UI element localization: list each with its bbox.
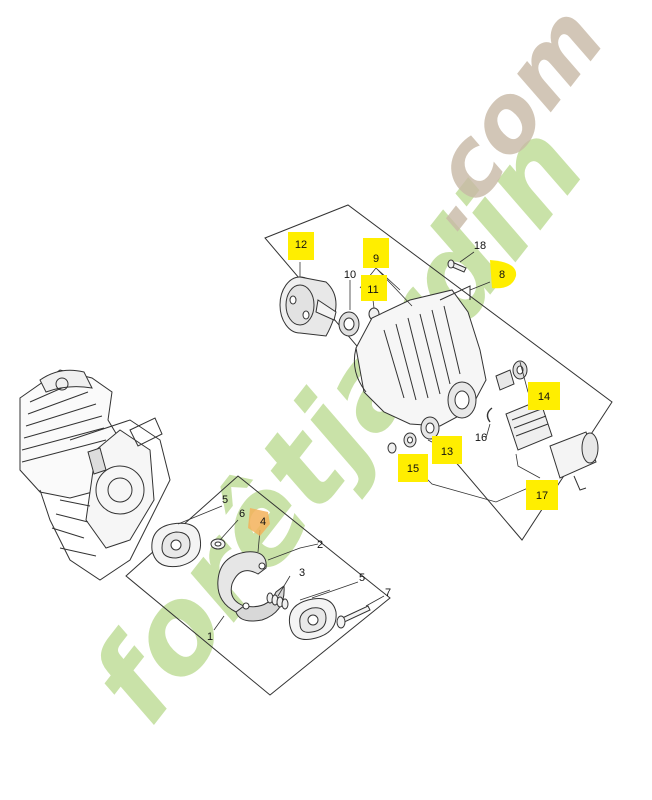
callout-9: 9 bbox=[373, 253, 379, 265]
highlight-12 bbox=[288, 232, 314, 260]
callout-15: 15 bbox=[407, 463, 419, 475]
callout-highlights bbox=[288, 232, 560, 510]
engine-block bbox=[19, 369, 171, 581]
clutch-leader-lines bbox=[177, 505, 385, 631]
callout-8: 8 bbox=[499, 269, 505, 281]
callout-6: 6 bbox=[239, 508, 245, 520]
gear-housing bbox=[353, 285, 487, 427]
callout-7: 7 bbox=[385, 587, 391, 599]
callout-3: 3 bbox=[299, 567, 305, 579]
bearing bbox=[338, 311, 360, 337]
highlight-14 bbox=[528, 382, 560, 410]
callout-5-bottom: 5 bbox=[359, 572, 365, 584]
callout-17: 17 bbox=[536, 490, 548, 502]
highlight-11 bbox=[361, 275, 387, 301]
callout-2: 2 bbox=[317, 539, 323, 551]
clutch-panel bbox=[125, 475, 391, 696]
callout-11: 11 bbox=[367, 284, 378, 296]
callout-1: 1 bbox=[207, 631, 213, 643]
clutch-drum bbox=[279, 276, 337, 337]
screw bbox=[447, 259, 467, 273]
callout-18: 18 bbox=[474, 240, 486, 252]
drive-shaft-parts bbox=[505, 399, 599, 491]
clutch-carrier-plate-left bbox=[151, 522, 202, 568]
highlight-13 bbox=[432, 436, 462, 464]
clutch-shoes bbox=[217, 551, 285, 622]
watermark-accent bbox=[248, 508, 270, 536]
clutch-carrier-plate-right bbox=[288, 598, 337, 640]
highlight-17 bbox=[526, 480, 558, 510]
highlight-8 bbox=[490, 260, 517, 289]
clutch-spring bbox=[266, 592, 289, 610]
callout-14: 14 bbox=[538, 391, 550, 403]
highlight-9 bbox=[363, 238, 389, 268]
callout-4: 4 bbox=[260, 516, 266, 528]
callout-5-top: 5 bbox=[222, 494, 228, 506]
callout-12: 12 bbox=[295, 239, 307, 251]
callout-numbers: 12 9 10 11 18 8 14 16 13 15 17 5 6 4 2 3… bbox=[207, 239, 550, 643]
clutch-panel-frame bbox=[125, 475, 391, 696]
spacer-sleeves bbox=[387, 416, 440, 454]
callout-16: 16 bbox=[475, 432, 487, 444]
bushing-pair bbox=[495, 360, 528, 391]
callout-10: 10 bbox=[344, 269, 356, 281]
clutch-bolt bbox=[336, 605, 371, 629]
retaining-ring bbox=[486, 407, 493, 423]
highlight-15 bbox=[398, 454, 428, 482]
callout-13: 13 bbox=[441, 446, 453, 458]
